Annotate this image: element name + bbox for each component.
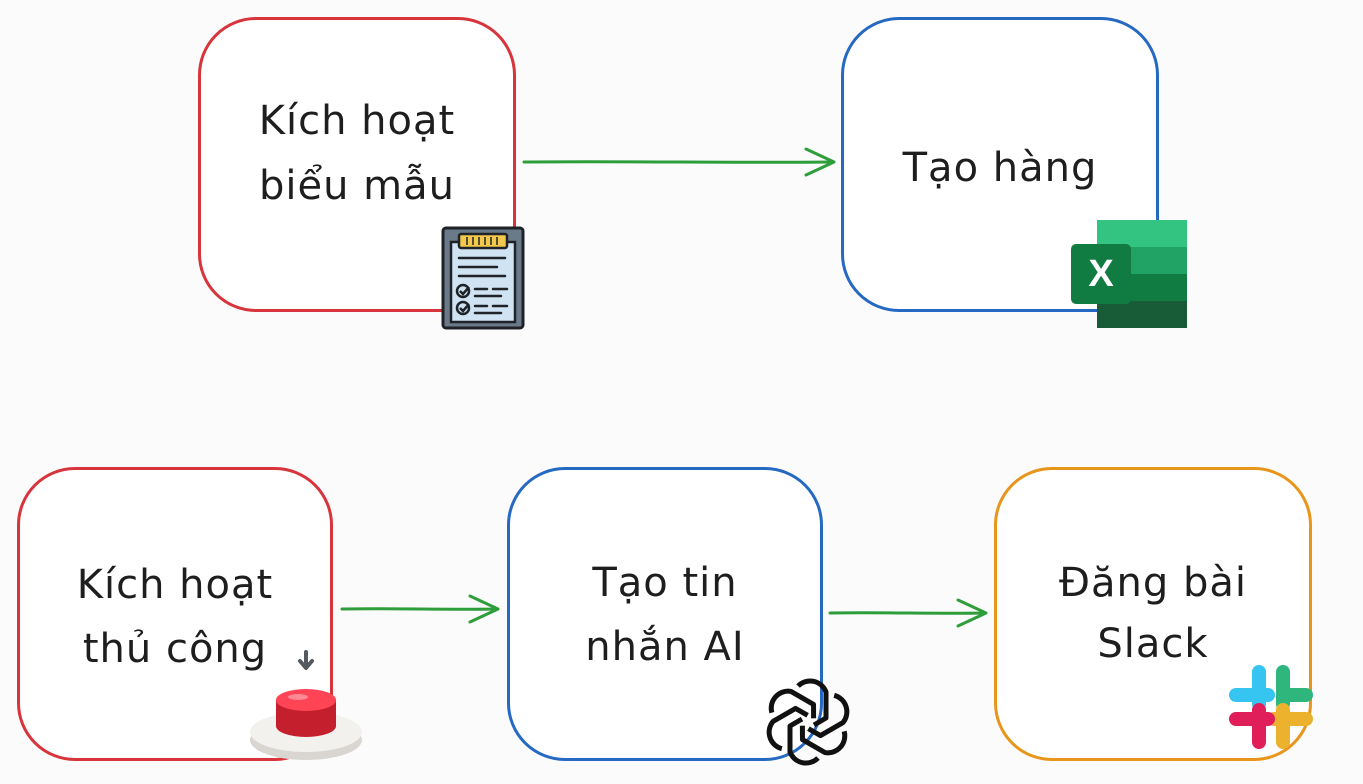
node-label-line1: Đăng bài — [1059, 560, 1247, 606]
edge-form-to-row — [522, 147, 836, 177]
node-label-line2: thủ công — [82, 626, 268, 672]
node-label-line1: Tạo hàng — [902, 145, 1098, 191]
node-form-trigger[interactable]: Kích hoạt biểu mẫu — [198, 17, 516, 312]
node-label-line2: Slack — [1097, 621, 1209, 667]
node-label-line2: nhắn AI — [585, 624, 745, 670]
node-label-line2: biểu mẫu — [258, 163, 455, 209]
node-manual-trigger[interactable]: Kích hoạt thủ công — [17, 467, 333, 761]
node-create-row[interactable]: Tạo hàng — [841, 17, 1159, 312]
clipboard-checklist-icon — [441, 226, 525, 330]
red-push-button-icon — [248, 648, 364, 764]
excel-icon: X — [1071, 220, 1187, 328]
openai-icon — [760, 674, 856, 770]
edge-ai-to-slack — [828, 598, 988, 628]
edge-manual-to-ai — [340, 594, 500, 624]
node-label-line1: Kích hoạt — [76, 562, 274, 608]
slack-icon — [1228, 664, 1314, 750]
excel-icon-letter: X — [1088, 253, 1114, 295]
node-label-line1: Tạo tin — [592, 560, 738, 606]
node-label-line1: Kích hoạt — [258, 98, 456, 144]
